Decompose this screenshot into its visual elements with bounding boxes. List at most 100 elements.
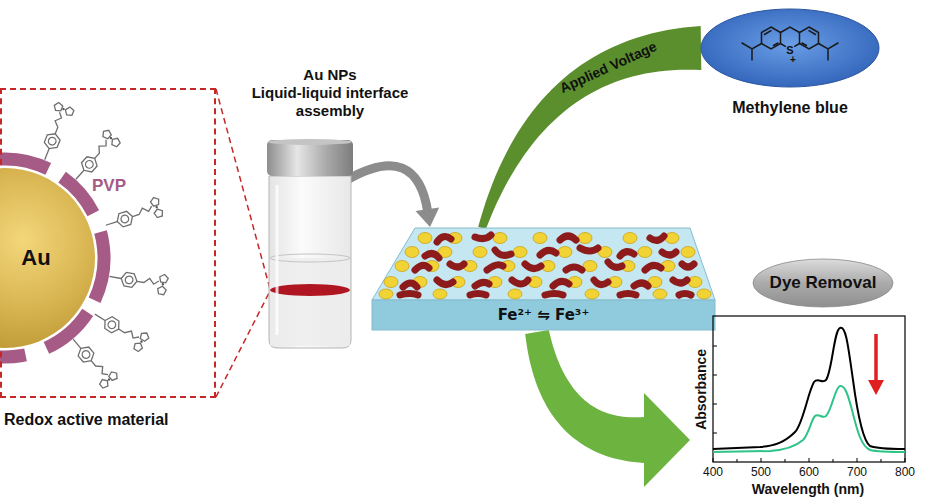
lower-liquid — [270, 258, 350, 346]
polymer-strand — [437, 280, 453, 285]
polymer-strand — [487, 265, 503, 270]
gold-particle — [384, 277, 398, 288]
axis-title: Wavelength (nm) — [752, 481, 864, 498]
vial-body — [269, 176, 351, 348]
polymer-strand — [682, 264, 694, 267]
transfer-arrow — [347, 166, 439, 227]
ferrocene-ligand — [67, 332, 120, 390]
gold-particle — [433, 289, 447, 299]
plot-frame — [713, 316, 905, 462]
nanoparticle-film — [379, 233, 711, 300]
gold-nanoparticle: Au — [0, 160, 110, 360]
ferrocene-ligand — [102, 196, 164, 233]
ferrocene-ligand — [67, 128, 121, 185]
gold-particle — [473, 247, 487, 258]
edge-label: Applied Voltage — [557, 38, 659, 97]
polymer-strand — [495, 250, 511, 255]
polymer-strand — [400, 294, 418, 296]
gold-particle — [405, 247, 419, 258]
shell-label: PVP — [92, 176, 126, 196]
gold-particle — [395, 261, 409, 272]
dimethylamino-group — [819, 43, 839, 60]
zoom-leader — [216, 89, 270, 289]
polymer-strand — [560, 236, 576, 240]
dimethylamino-group — [742, 43, 762, 60]
tick-label: 700 — [847, 465, 867, 479]
polymer-strand — [470, 294, 486, 296]
particle-label: Au — [21, 245, 50, 271]
double-bond — [802, 31, 816, 46]
gold-core — [0, 160, 110, 360]
polymer-strand — [650, 236, 664, 241]
polymer-strand — [594, 280, 608, 285]
badge-shape — [753, 259, 893, 307]
polymer-strand — [450, 264, 464, 267]
methylene-blue-structure — [742, 27, 838, 60]
polymer-strand — [475, 282, 489, 286]
pvp-shell — [0, 143, 120, 372]
molecule-backdrop — [701, 9, 879, 87]
polymer-strand — [475, 235, 491, 239]
double-bond — [765, 31, 779, 46]
polymer-strand — [608, 262, 622, 267]
vial-glass — [265, 140, 355, 350]
gold-sphere — [0, 168, 95, 348]
glass-highlight — [276, 185, 279, 335]
tick-label: 400 — [703, 465, 723, 479]
benzene-ring — [800, 27, 819, 49]
charge-sign: + — [790, 54, 796, 66]
zoom-leader — [216, 291, 270, 397]
redox-couple: Fe²⁺ ⇋ Fe³⁺ — [498, 306, 590, 324]
gold-particle — [578, 233, 592, 244]
polymer-strand — [620, 294, 636, 296]
central-ring-bond — [781, 27, 800, 33]
polymer-strand — [425, 253, 439, 258]
vial-cap — [267, 140, 353, 176]
gold-particle — [665, 233, 679, 244]
gold-particle — [653, 289, 667, 299]
gold-particles — [379, 233, 711, 300]
polymer-strand — [673, 280, 687, 283]
gold-particle — [379, 289, 393, 299]
benzene-ring — [762, 27, 781, 49]
connector-line — [347, 166, 428, 213]
polymer-strand — [620, 251, 634, 256]
polymer-strand — [525, 264, 541, 269]
gold-particle — [688, 277, 702, 288]
ferrocene-ligand — [90, 304, 150, 352]
tick-label: 600 — [799, 465, 819, 479]
polymer-strand — [645, 265, 661, 270]
spectrum-after — [713, 386, 905, 452]
tick-label: 500 — [751, 465, 771, 479]
gold-particle — [638, 247, 652, 258]
absorbance-chart — [713, 316, 905, 462]
polymer-strand — [634, 283, 648, 286]
gold-particle — [681, 247, 695, 258]
polymer-strand — [545, 294, 563, 296]
atom-label: S — [786, 44, 793, 57]
axis-title: Absorbance — [693, 349, 710, 430]
cap-top — [268, 139, 352, 145]
arrow-head — [416, 207, 440, 227]
result-badge: Dye Removal — [752, 258, 894, 308]
polymer-strands — [400, 235, 694, 295]
polymer-strand — [512, 280, 528, 284]
tick-label: 800 — [895, 465, 915, 479]
caption-text: Redox active material — [4, 410, 169, 429]
polymer-strand — [553, 281, 569, 286]
polymer-strand — [403, 283, 417, 287]
liquid-interface — [270, 254, 350, 262]
gold-particle — [508, 289, 522, 299]
gold-particle — [623, 233, 637, 244]
polymer-strand — [566, 267, 582, 270]
decrease-arrow-head — [868, 380, 884, 395]
ferrocene-ligand — [34, 101, 74, 163]
gold-particle — [533, 233, 547, 244]
molecule-ellipse — [700, 8, 880, 88]
gold-particle — [585, 289, 599, 299]
molecule-name: Methylene blue — [732, 98, 848, 117]
dye-molecule: Methylene blue — [695, 5, 885, 125]
decrease-arrow-shaft — [874, 334, 878, 382]
polymer-strand — [437, 237, 451, 242]
badge-text: Dye Removal — [770, 273, 877, 293]
